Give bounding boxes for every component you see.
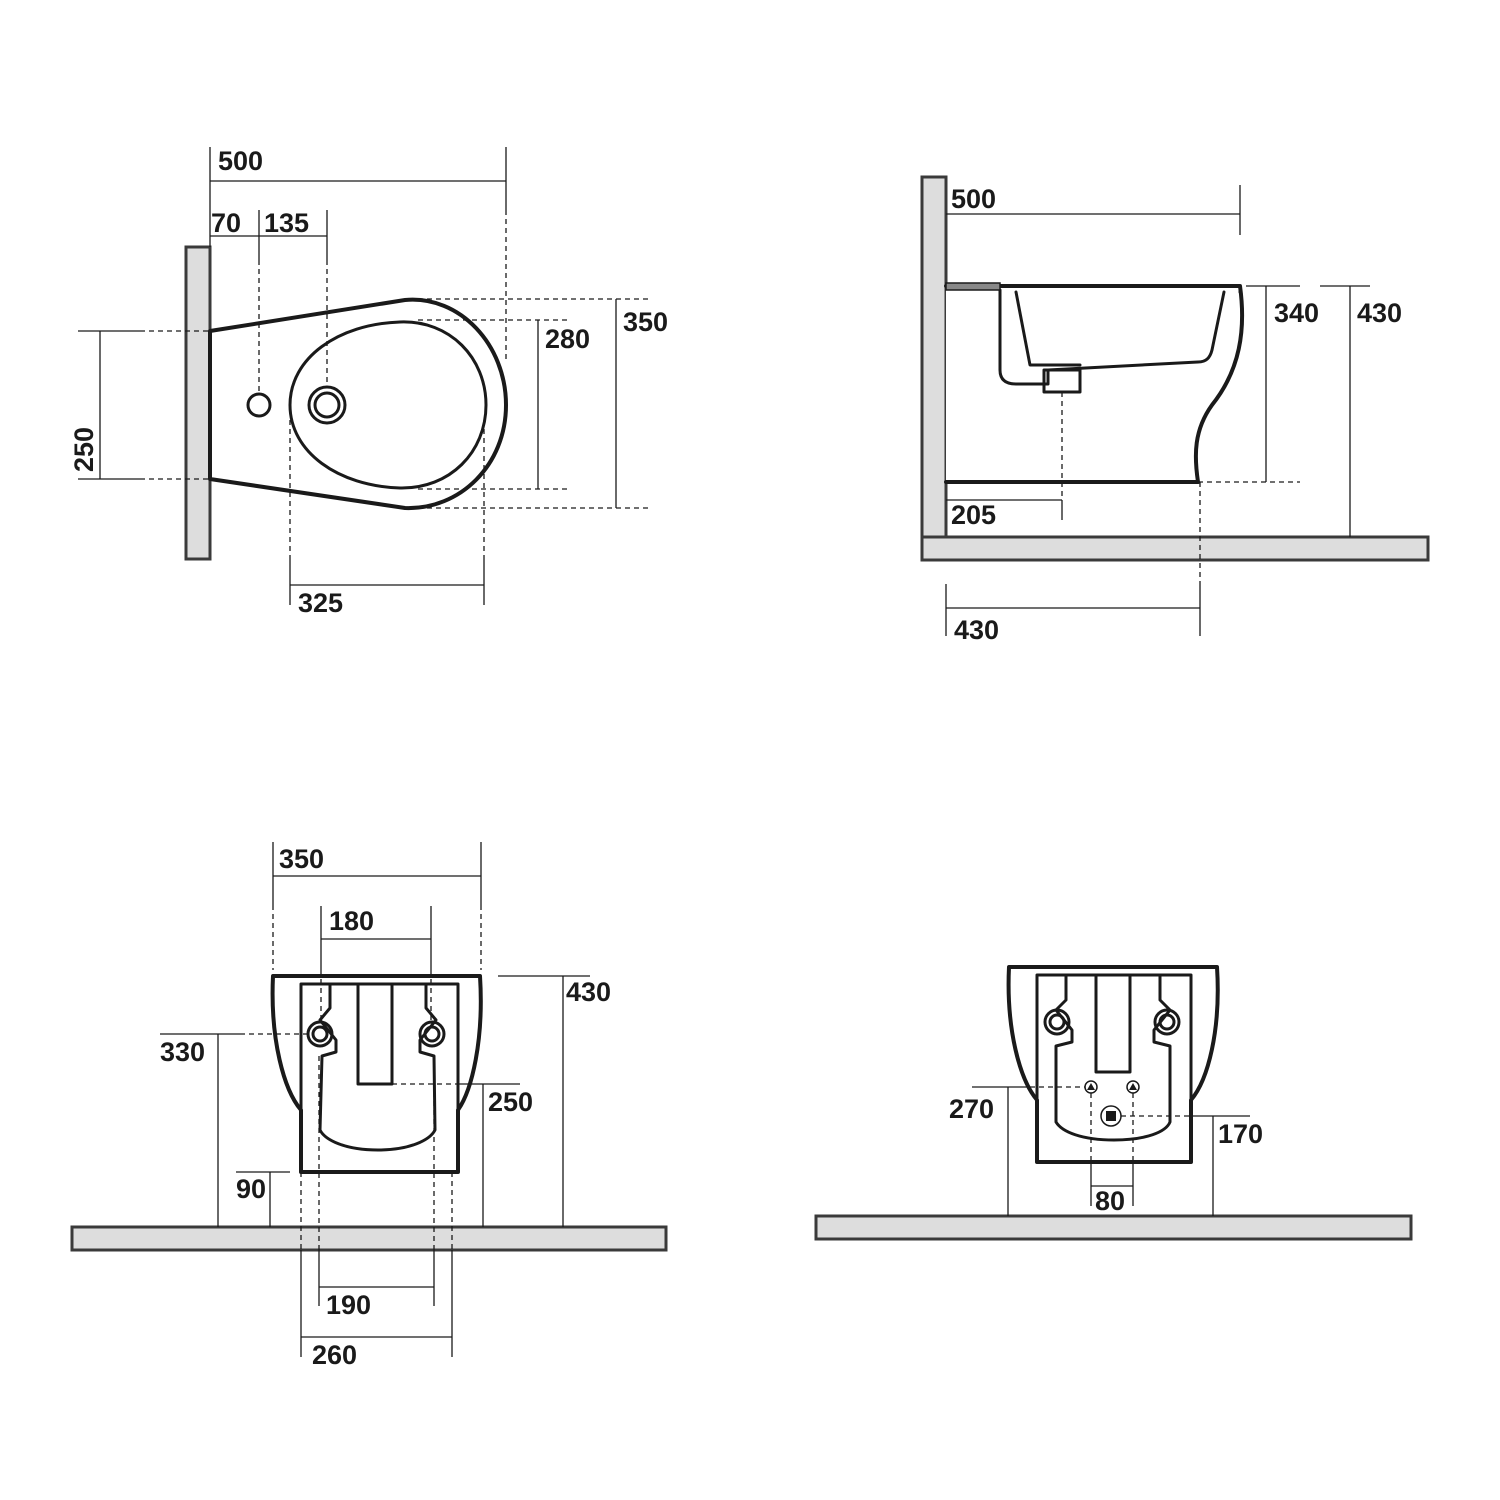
connections-view-back-frame: [1035, 973, 1193, 1102]
dim-label-170: 170: [1218, 1119, 1263, 1149]
dim-label-500: 500: [951, 184, 996, 214]
top-view-wall: [184, 245, 212, 561]
rear-view-fixing-hole-right: [418, 1020, 446, 1048]
drain-hole-outer: [307, 385, 347, 425]
dim-label-70: 70: [211, 208, 241, 238]
dim-label-205: 205: [951, 500, 996, 530]
dim-label-270: 270: [949, 1094, 994, 1124]
dim-label-430-base: 430: [954, 615, 999, 645]
connections-view-fixing-hole-right: [1153, 1008, 1181, 1036]
rear-view-back-frame: [299, 982, 460, 1112]
dim-label-330: 330: [160, 1037, 205, 1067]
side-view-overflow-channel: [1014, 290, 1082, 367]
side-view-bowl-inner: [998, 288, 1226, 386]
dim-label-190: 190: [326, 1290, 371, 1320]
connections-view-floor: [814, 1214, 1413, 1241]
top-view-body-outline: [208, 297, 508, 511]
dim-label-260: 260: [312, 1340, 357, 1370]
drain-hole-inner: [313, 391, 341, 419]
side-view-body-outline: [944, 284, 1245, 484]
dim-label-250: 250: [69, 427, 99, 472]
rear-view-body-outline: [270, 974, 483, 1174]
dim-label-90: 90: [236, 1174, 266, 1204]
top-view-bowl-rim: [288, 320, 488, 490]
connections-view: 270 170 80: [814, 965, 1413, 1241]
tap-hole: [246, 392, 272, 418]
connections-view-body-outline: [1006, 965, 1220, 1164]
side-view-wall: [920, 175, 948, 539]
side-view-floor: [920, 535, 1430, 562]
dim-label-350: 350: [623, 307, 668, 337]
dim-label-500: 500: [218, 146, 263, 176]
dim-label-135: 135: [264, 208, 309, 238]
dim-label-180: 180: [329, 906, 374, 936]
rear-view-cavity: [318, 982, 438, 1152]
connections-view-cavity: [1054, 973, 1172, 1142]
side-view: 500 340 430 205 430: [920, 175, 1430, 645]
dim-label-430: 430: [1357, 298, 1402, 328]
connections-view-fixing-hole-left-inner: [1048, 1013, 1066, 1031]
connections-view-fixing-hole-left: [1043, 1008, 1071, 1036]
rear-view-floor: [70, 1225, 668, 1252]
rear-view: 350 180 430 330 250 90 190: [70, 842, 668, 1370]
dim-label-325: 325: [298, 588, 343, 618]
top-view: 500 70 135 280 350 250 325: [69, 146, 668, 618]
dim-label-250: 250: [488, 1087, 533, 1117]
drain-connection-square-icon: [1106, 1111, 1116, 1121]
dim-label-430: 430: [566, 977, 611, 1007]
dim-label-280: 280: [545, 324, 590, 354]
connections-view-drain-spigot: [1094, 973, 1132, 1074]
dim-label-340: 340: [1274, 298, 1319, 328]
rear-view-drain-spigot: [356, 982, 394, 1086]
water-supply-right-arrow-icon: [1129, 1083, 1137, 1090]
rear-view-fixing-hole-right-inner: [423, 1025, 441, 1043]
dim-label-350: 350: [279, 844, 324, 874]
side-view-fixing-bolt: [945, 282, 1001, 291]
water-supply-left-arrow-icon: [1087, 1083, 1095, 1090]
dim-label-80: 80: [1095, 1186, 1125, 1216]
rear-view-fixing-hole-left-inner: [311, 1025, 329, 1043]
connections-view-fixing-hole-right-inner: [1158, 1013, 1176, 1031]
